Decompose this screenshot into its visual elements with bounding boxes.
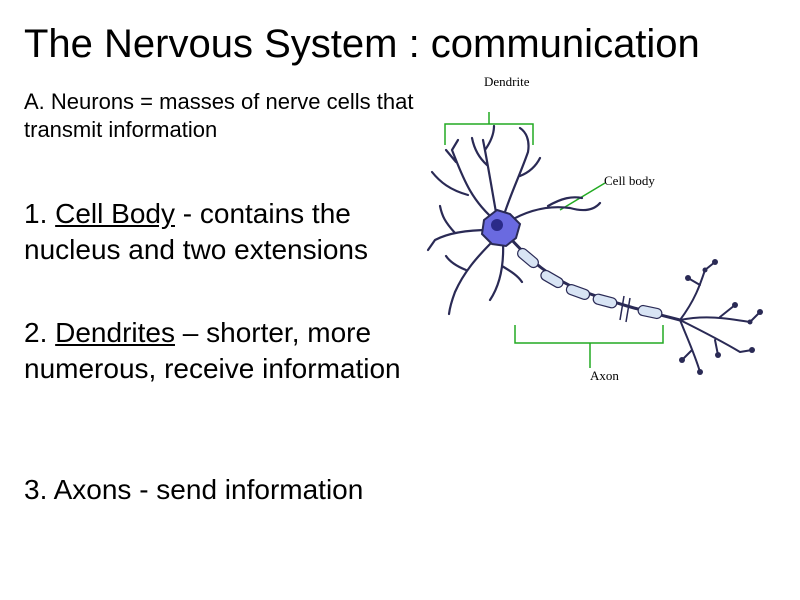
myelin-segments [517,247,663,320]
myelin-segment [565,284,591,300]
item-dendrites: 2. Dendrites – shorter, more numerous, r… [24,315,444,387]
dendrite-bracket [444,112,534,145]
item-axons: 3. Axons - send information [24,472,444,508]
item-term: Dendrites [55,317,175,348]
label-cell-body: Cell body [604,173,655,188]
label-dendrite: Dendrite [484,74,530,89]
axon-bracket [514,325,664,368]
item-cell-body: 1. Cell Body - contains the nucleus and … [24,196,444,268]
item-term: Cell Body [55,198,175,229]
myelin-segment [637,304,663,320]
item-description: – shorter, more numerous, receive inform… [24,317,401,384]
item-description: Axons - send information [53,474,364,505]
subpoint-neurons: A. Neurons = masses of nerve cells that … [24,89,414,142]
slide-title: The Nervous System : communication [24,22,700,66]
cell-body-leader [559,182,606,211]
axon-break-mark [619,295,631,323]
myelin-segment [517,247,539,269]
label-axon: Axon [590,368,619,383]
myelin-segment [540,269,564,289]
item-number: 3. [24,474,54,505]
item-number: 2. [24,317,56,348]
item-number: 1. [24,198,56,229]
neuron-diagram: Dendrite Cell body Axon [426,74,763,383]
item-description: - contains the nucleus and two extension… [24,198,368,265]
nucleus [491,219,503,231]
label-leaders [444,112,664,368]
terminal-buttons [679,259,763,375]
axon [508,236,681,323]
myelin-segment [592,293,618,309]
dendrites [426,124,602,316]
